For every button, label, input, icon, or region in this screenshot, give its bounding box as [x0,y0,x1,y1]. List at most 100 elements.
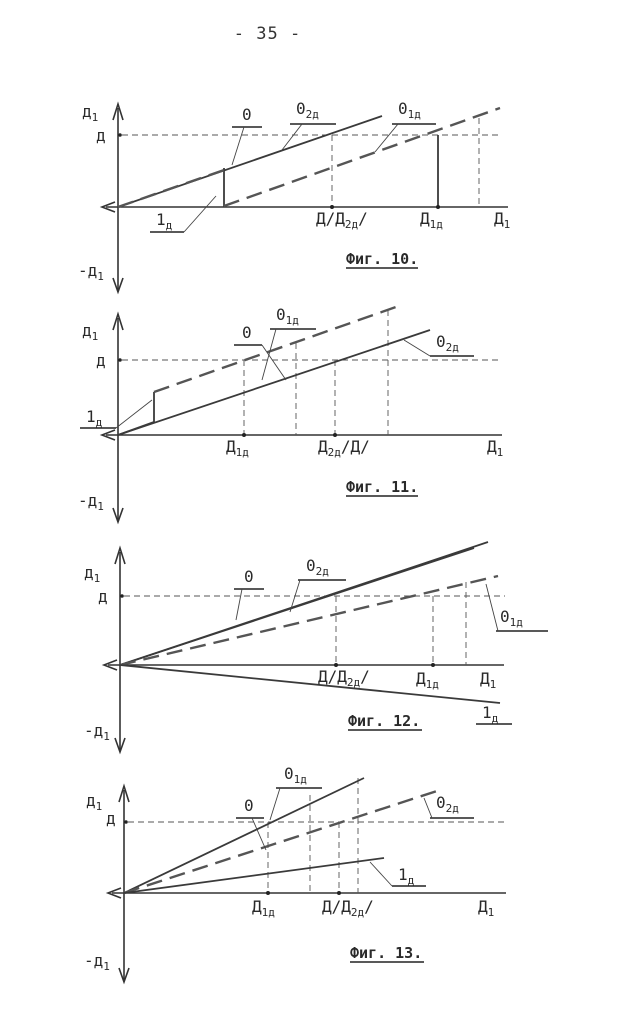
x-tick-label: Д/Д2д/ [316,209,368,231]
line-label: 0 [242,105,252,124]
level-label: д [106,809,116,828]
level-dot [118,133,122,137]
figure-13: д1 -д1 д Д1 01д 0 02д 1д Д1д Д/Д2д/ Фиг.… [84,764,506,985]
tick-dot [330,205,334,209]
line-label: 02д [436,332,459,354]
line-label: 0 [244,796,254,815]
y-axis-arrow-up [112,311,124,331]
leader-line [281,123,303,151]
leader-line [115,399,153,429]
leader-line [403,339,431,357]
y-axis-arrow-up [118,783,130,803]
line-label: 01д [284,764,307,786]
line-label: 01д [500,607,523,629]
line-0-2d-start [117,168,225,209]
line-label: 0 [244,567,254,586]
y-axis-arrow-down [112,277,124,295]
line-label: 0 [242,323,252,342]
tick-dot [337,891,341,895]
line-0-1d [123,777,365,894]
leader-line [251,817,267,851]
x-axis-label: Д1 [487,437,503,459]
x-tick-label: Д/Д2д/ [318,667,370,689]
neg-y-axis-label: -д1 [84,721,110,743]
x-tick-label: Д1д [226,437,249,459]
leader-line [261,344,287,381]
tick-dot [242,433,246,437]
figure-11: д1 -д1 д Д1 01д 0 02д 1д Д1д Д2д/Д/ Фиг.… [78,305,503,525]
level-dot [118,358,122,362]
y-axis-arrow-down [112,507,124,525]
line-1d-start [117,421,155,436]
line-label: 1д [398,865,415,887]
leader-line [289,579,301,613]
leader-line [183,195,217,233]
y-axis-arrow-up [112,101,124,121]
x-tick-label: Д1д [420,209,443,231]
line-label: 01д [276,305,299,327]
figure-12: д1 -д1 д Д1 0 02д 01д 1д Д/Д2д/ Д1д Фиг.… [84,541,548,755]
line-0-2d [119,547,475,666]
x-axis-arrow-left [99,429,116,441]
line-label: 1д [86,407,103,429]
line-1d [119,664,501,704]
x-tick-label: Д1д [416,669,439,691]
figure-caption: Фиг. 12. [348,712,420,730]
figure-caption: Фиг. 13. [350,944,422,962]
x-tick-label: Д/Д2д/ [322,897,374,919]
leader-line [269,787,281,821]
line-0 [117,115,383,208]
level-label: д [96,126,106,145]
y-axis-label: д1 [84,563,100,585]
tick-dot [436,205,440,209]
line-label: 1д [156,210,173,232]
line-label: 02д [296,99,319,121]
x-axis-arrow-left [99,201,116,213]
level-label: д [96,351,106,370]
figure-10: д1 -д1 д Д1 0 02д 01д 1д Д/Д2д/ Д1д Фиг.… [78,99,510,295]
x-axis-arrow-left [101,659,118,671]
line-label: 02д [436,793,459,815]
line-label: 1д [482,703,499,725]
tick-dot [334,663,338,667]
leader-line [369,861,393,887]
line-0-1d [119,574,499,667]
page-number: - 35 - [233,24,302,44]
y-axis-label: д1 [86,791,102,813]
tick-dot [266,891,270,895]
leader-line [231,126,245,166]
level-label: д [98,587,108,606]
level-dot [124,820,128,824]
line-label: 01д [398,99,421,121]
leader-line [374,123,399,153]
neg-y-axis-label: -д1 [78,261,104,283]
x-axis-label: Д1 [494,209,510,231]
y-axis-arrow-up [114,545,126,565]
tick-dot [333,433,337,437]
x-axis-label: Д1 [478,897,494,919]
figure-caption: Фиг. 10. [346,250,418,268]
x-tick-label: Д1д [252,897,275,919]
y-axis-label: д1 [82,321,98,343]
neg-y-axis-label: -д1 [84,951,110,973]
leader-line [485,583,499,632]
x-tick-label: Д2д/Д/ [318,437,370,459]
line-label: 02д [306,556,329,578]
figure-caption: Фиг. 11. [346,478,418,496]
level-dot [120,594,124,598]
line-0-2d [117,329,431,436]
x-axis-arrow-left [105,887,122,899]
leader-line [423,797,433,819]
y-axis-label: д1 [82,102,98,124]
x-axis-label: Д1 [480,669,496,691]
line-0-2d [123,788,441,895]
line-1d [123,857,385,894]
y-axis-arrow-down [114,737,126,755]
line-0-1d [223,106,501,208]
line-0-1d [153,305,397,394]
y-axis-arrow-down [118,967,130,985]
tick-dot [431,663,435,667]
neg-y-axis-label: -д1 [78,491,104,513]
